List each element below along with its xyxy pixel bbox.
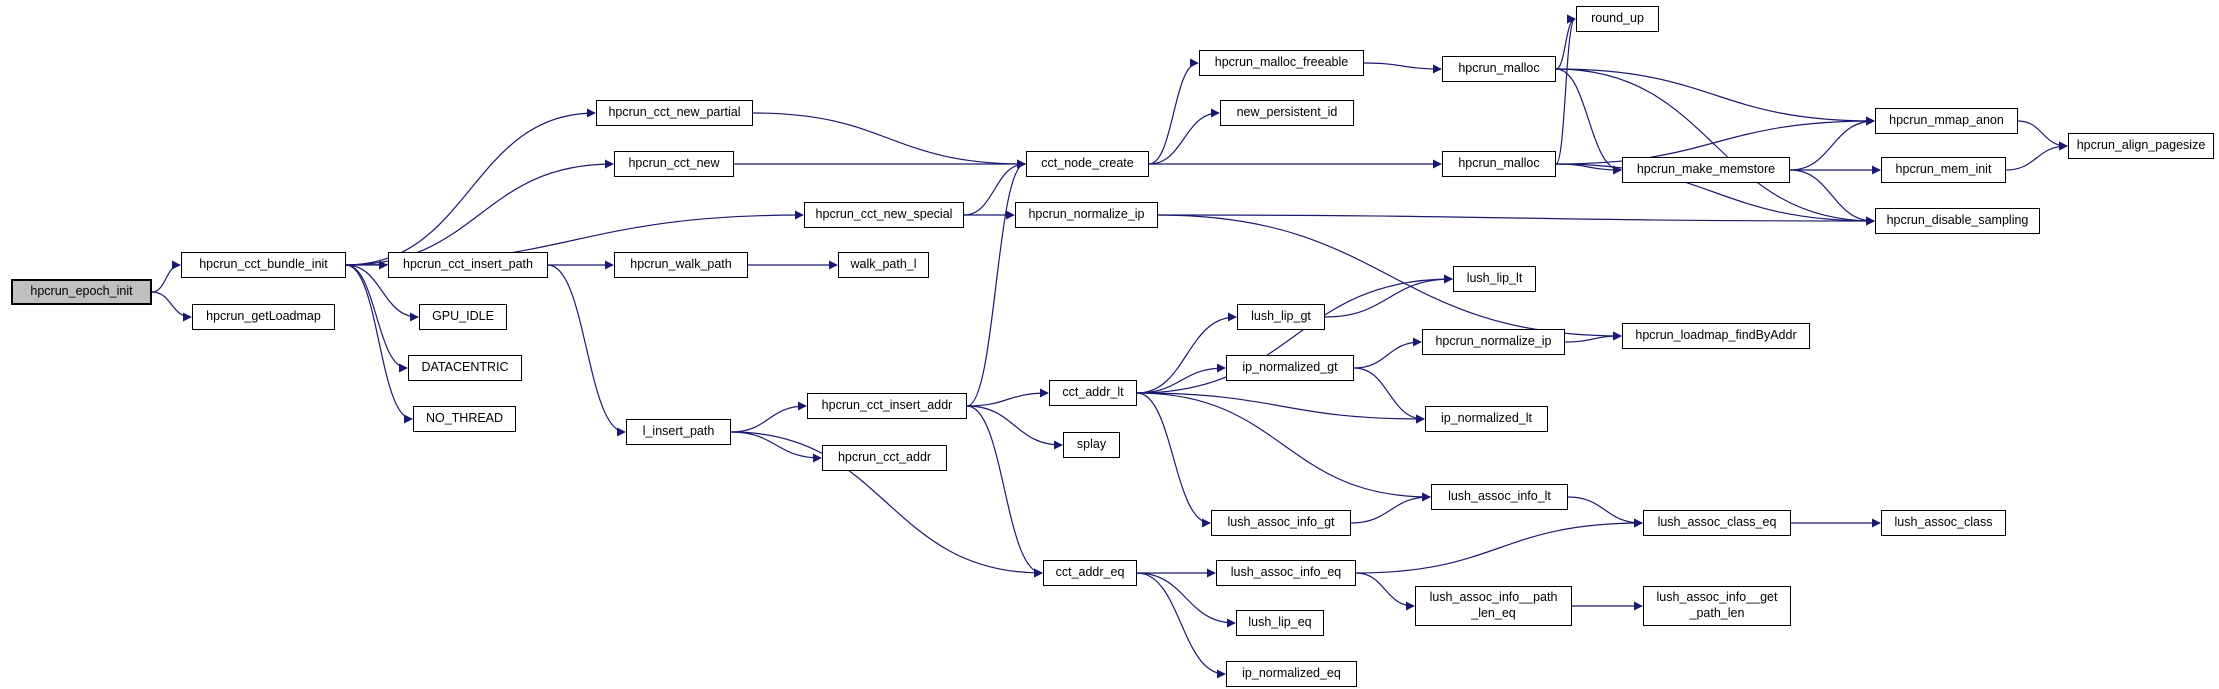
node-hpcrun_malloc_2[interactable]: hpcrun_malloc (1442, 151, 1556, 177)
node-hpcrun_malloc_1[interactable]: hpcrun_malloc (1442, 56, 1556, 82)
edge-hpcrun_cct_new_partial--cct_node_create (752, 112, 1026, 169)
edge-lush_assoc_info_eq--lush_assoc_info__path_len_eq (1355, 572, 1415, 611)
edge-hpcrun_make_memstore--hpcrun_mmap_anon (1789, 116, 1875, 171)
node-lush_assoc_info_gt[interactable]: lush_assoc_info_gt (1211, 510, 1351, 536)
node-round_up[interactable]: round_up (1576, 6, 1659, 32)
node-lush_assoc_info_eq[interactable]: lush_assoc_info_eq (1216, 560, 1356, 586)
edge-cct_node_create--new_persistent_id (1148, 108, 1220, 165)
node-lush_assoc_info__get_path_len[interactable]: lush_assoc_info__get _path_len (1643, 586, 1791, 626)
edge-hpcrun_cct_insert_addr--splay (966, 405, 1063, 450)
node-hpcrun_cct_new[interactable]: hpcrun_cct_new (614, 151, 734, 177)
edge-hpcrun_cct_bundle_init--DATACENTRIC (345, 264, 408, 373)
node-hpcrun_walk_path[interactable]: hpcrun_walk_path (614, 252, 748, 278)
node-DATACENTRIC[interactable]: DATACENTRIC (408, 355, 522, 381)
edge-hpcrun_normalize_ip_1--hpcrun_loadmap_findByAddr (1157, 214, 1622, 341)
node-splay[interactable]: splay (1063, 432, 1120, 458)
edge-ip_normalized_gt--hpcrun_normalize_ip_2 (1353, 337, 1422, 369)
node-lush_lip_eq[interactable]: lush_lip_eq (1236, 610, 1324, 636)
node-ip_normalized_lt[interactable]: ip_normalized_lt (1425, 406, 1548, 432)
node-hpcrun_cct_bundle_init[interactable]: hpcrun_cct_bundle_init (181, 252, 346, 278)
edge-hpcrun_mmap_anon--hpcrun_align_pagesize (2017, 120, 2068, 151)
node-hpcrun_epoch_init[interactable]: hpcrun_epoch_init (11, 279, 152, 305)
node-hpcrun_cct_insert_path[interactable]: hpcrun_cct_insert_path (388, 252, 548, 278)
node-hpcrun_mem_init[interactable]: hpcrun_mem_init (1881, 157, 2006, 183)
edge-hpcrun_epoch_init--hpcrun_getLoadmap (151, 291, 192, 322)
node-hpcrun_make_memstore[interactable]: hpcrun_make_memstore (1622, 157, 1790, 183)
node-hpcrun_normalize_ip_1[interactable]: hpcrun_normalize_ip (1015, 202, 1158, 228)
edge-lush_lip_gt--lush_lip_lt (1324, 274, 1453, 318)
node-hpcrun_mmap_anon[interactable]: hpcrun_mmap_anon (1875, 108, 2018, 134)
node-lush_lip_lt[interactable]: lush_lip_lt (1453, 266, 1536, 292)
node-lush_lip_gt[interactable]: lush_lip_gt (1237, 304, 1325, 330)
node-hpcrun_cct_new_partial[interactable]: hpcrun_cct_new_partial (596, 100, 753, 126)
node-hpcrun_align_pagesize[interactable]: hpcrun_align_pagesize (2068, 133, 2214, 159)
edge-hpcrun_malloc_2--round_up (1555, 14, 1576, 165)
edge-hpcrun_malloc_1--round_up (1555, 14, 1576, 70)
edge-hpcrun_malloc_1--hpcrun_make_memstore (1555, 68, 1622, 175)
edge-hpcrun_normalize_ip_1--hpcrun_disable_sampling (1157, 214, 1875, 226)
edge-hpcrun_cct_insert_path--l_insert_path (547, 264, 626, 437)
edge-hpcrun_normalize_ip_2--hpcrun_loadmap_findByAddr (1564, 331, 1622, 343)
edge-hpcrun_mem_init--hpcrun_align_pagesize (2005, 141, 2068, 171)
node-hpcrun_disable_sampling[interactable]: hpcrun_disable_sampling (1875, 208, 2040, 234)
node-ip_normalized_eq[interactable]: ip_normalized_eq (1226, 661, 1357, 687)
edge-lush_assoc_info_gt--lush_assoc_info_lt (1350, 492, 1431, 524)
edge-cct_node_create--hpcrun_malloc_freeable (1148, 58, 1199, 165)
edge-hpcrun_make_memstore--hpcrun_disable_sampling (1789, 169, 1875, 226)
edge-hpcrun_cct_bundle_init--hpcrun_cct_new (345, 159, 614, 266)
node-hpcrun_cct_addr[interactable]: hpcrun_cct_addr (822, 445, 947, 471)
edge-l_insert_path--hpcrun_cct_insert_addr (730, 401, 807, 433)
edge-l_insert_path--hpcrun_cct_addr (730, 431, 822, 463)
node-walk_path_l[interactable]: walk_path_l (838, 252, 929, 278)
node-GPU_IDLE[interactable]: GPU_IDLE (419, 304, 507, 330)
edge-hpcrun_cct_insert_addr--cct_node_create (966, 159, 1026, 407)
node-hpcrun_cct_insert_addr[interactable]: hpcrun_cct_insert_addr (807, 393, 967, 419)
node-new_persistent_id[interactable]: new_persistent_id (1220, 100, 1354, 126)
edge-cct_addr_lt--ip_normalized_lt (1136, 392, 1425, 424)
node-NO_THREAD[interactable]: NO_THREAD (413, 406, 516, 432)
edge-ip_normalized_gt--ip_normalized_lt (1353, 367, 1425, 424)
edge-hpcrun_malloc_1--hpcrun_mmap_anon (1555, 68, 1875, 126)
edge-hpcrun_malloc_1--hpcrun_disable_sampling (1555, 68, 1875, 226)
edge-lush_assoc_info_eq--lush_assoc_class_eq (1355, 518, 1643, 574)
edge-hpcrun_cct_insert_addr--cct_addr_eq (966, 405, 1043, 578)
node-hpcrun_cct_new_special[interactable]: hpcrun_cct_new_special (804, 202, 964, 228)
node-lush_assoc_class_eq[interactable]: lush_assoc_class_eq (1643, 510, 1791, 536)
node-hpcrun_loadmap_findByAddr[interactable]: hpcrun_loadmap_findByAddr (1622, 323, 1810, 349)
edge-hpcrun_malloc_2--hpcrun_make_memstore (1555, 163, 1622, 175)
node-lush_assoc_info_lt[interactable]: lush_assoc_info_lt (1431, 484, 1568, 510)
node-hpcrun_normalize_ip_2[interactable]: hpcrun_normalize_ip (1422, 329, 1565, 355)
edge-cct_addr_lt--lush_assoc_info_gt (1136, 392, 1211, 528)
node-lush_assoc_info__path_len_eq[interactable]: lush_assoc_info__path _len_eq (1415, 586, 1572, 626)
edge-hpcrun_malloc_freeable--hpcrun_malloc_1 (1363, 62, 1442, 74)
edge-hpcrun_cct_insert_addr--cct_addr_lt (966, 388, 1049, 407)
node-hpcrun_getLoadmap[interactable]: hpcrun_getLoadmap (192, 304, 335, 330)
edge-hpcrun_cct_bundle_init--hpcrun_cct_new_partial (345, 108, 596, 266)
edge-cct_addr_lt--ip_normalized_gt (1136, 363, 1226, 394)
node-lush_assoc_class[interactable]: lush_assoc_class (1881, 510, 2006, 536)
edge-cct_addr_lt--lush_assoc_info_lt (1136, 392, 1431, 502)
node-cct_node_create[interactable]: cct_node_create (1026, 151, 1149, 177)
edge-hpcrun_cct_bundle_init--NO_THREAD (345, 264, 413, 424)
edge-cct_addr_eq--ip_normalized_eq (1136, 572, 1226, 679)
edge-lush_assoc_info_lt--lush_assoc_class_eq (1567, 496, 1643, 528)
node-cct_addr_eq[interactable]: cct_addr_eq (1043, 560, 1137, 586)
node-l_insert_path[interactable]: l_insert_path (626, 419, 731, 445)
edge-cct_addr_lt--lush_lip_gt (1136, 312, 1237, 394)
node-cct_addr_lt[interactable]: cct_addr_lt (1049, 380, 1137, 406)
edge-hpcrun_epoch_init--hpcrun_cct_bundle_init (151, 260, 181, 293)
node-hpcrun_malloc_freeable[interactable]: hpcrun_malloc_freeable (1199, 50, 1364, 76)
node-ip_normalized_gt[interactable]: ip_normalized_gt (1226, 355, 1354, 381)
